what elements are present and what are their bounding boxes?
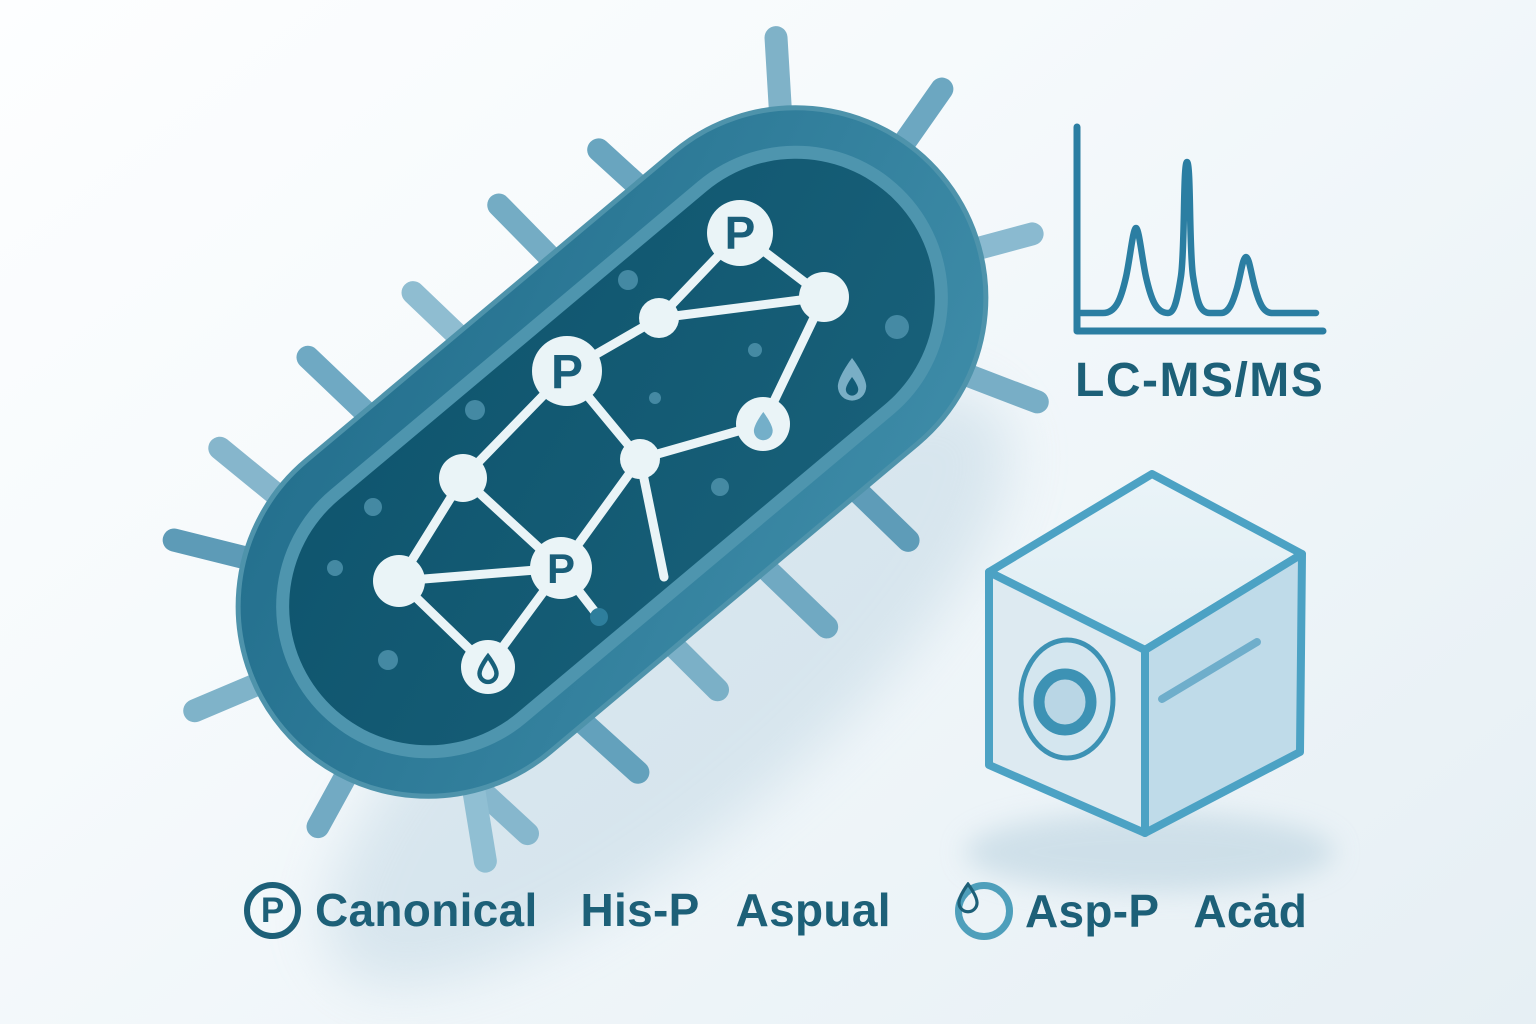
legend-label-canonical: Canonical <box>315 884 538 936</box>
legend-label-his-p: His-P <box>580 884 700 936</box>
soft-shadows <box>325 390 1335 986</box>
chromatogram-label: LC-MS/MS <box>1075 354 1324 407</box>
chromatogram: LC-MS/MS <box>1073 123 1327 407</box>
droplet-node-icon <box>753 412 773 441</box>
cyto-dot <box>885 315 909 339</box>
cube-slash-detail <box>1158 638 1261 703</box>
legend-acyl: Asp-P Acȧd <box>955 882 1307 940</box>
cyto-dot <box>327 560 343 576</box>
cyto-dot <box>465 400 485 420</box>
phospho-network: P P P <box>373 200 849 694</box>
cyto-dot <box>618 270 638 290</box>
cytoplasm-droplet-icon <box>837 358 867 401</box>
node-plain <box>799 272 849 322</box>
droplet-glyph-icon <box>957 882 979 914</box>
node-plain <box>620 439 660 479</box>
chromatogram-axis <box>1073 123 1327 335</box>
node-phospho-mid <box>532 336 602 406</box>
cyto-dot <box>364 498 382 516</box>
node-phospho-top <box>707 200 773 266</box>
network-edge <box>654 292 829 323</box>
circled-droplet-icon <box>955 882 1013 940</box>
cube-shadow <box>965 812 1335 892</box>
legend-label-asp-p: Asp-P <box>1025 884 1160 937</box>
circled-p-letter: P <box>260 890 285 930</box>
cyto-dot <box>748 343 762 357</box>
bacterium-shadow <box>325 390 1011 986</box>
node-letter-p: P <box>551 346 583 399</box>
cube-lens-inner-icon <box>1033 668 1097 736</box>
cyto-dot <box>378 650 398 670</box>
legend-phospho: P Canonical His-P Aspual <box>244 882 891 939</box>
droplet-node-icon <box>477 652 499 685</box>
node-plain <box>439 454 487 502</box>
node-phospho-lower <box>530 537 592 599</box>
chromatogram-trace <box>1077 158 1320 317</box>
legend-label-aspual: Aspual <box>735 884 891 936</box>
cytoplasm-dots <box>327 270 909 670</box>
circled-p-icon: P <box>244 882 301 939</box>
cyto-dot <box>649 392 661 404</box>
legend-label-acad: Acȧd <box>1193 884 1308 937</box>
node-letter-p: P <box>725 207 756 259</box>
network-edge-stub <box>635 454 669 582</box>
node-plain <box>373 555 425 607</box>
mass-spec-cube <box>985 470 1306 837</box>
node-small-dot <box>590 608 608 626</box>
node-letter-p: P <box>547 545 575 592</box>
node-plain <box>639 298 679 338</box>
cyto-dot <box>711 478 729 496</box>
network-nodes: P P P <box>373 200 849 694</box>
droplet-inner-icon <box>845 377 859 396</box>
